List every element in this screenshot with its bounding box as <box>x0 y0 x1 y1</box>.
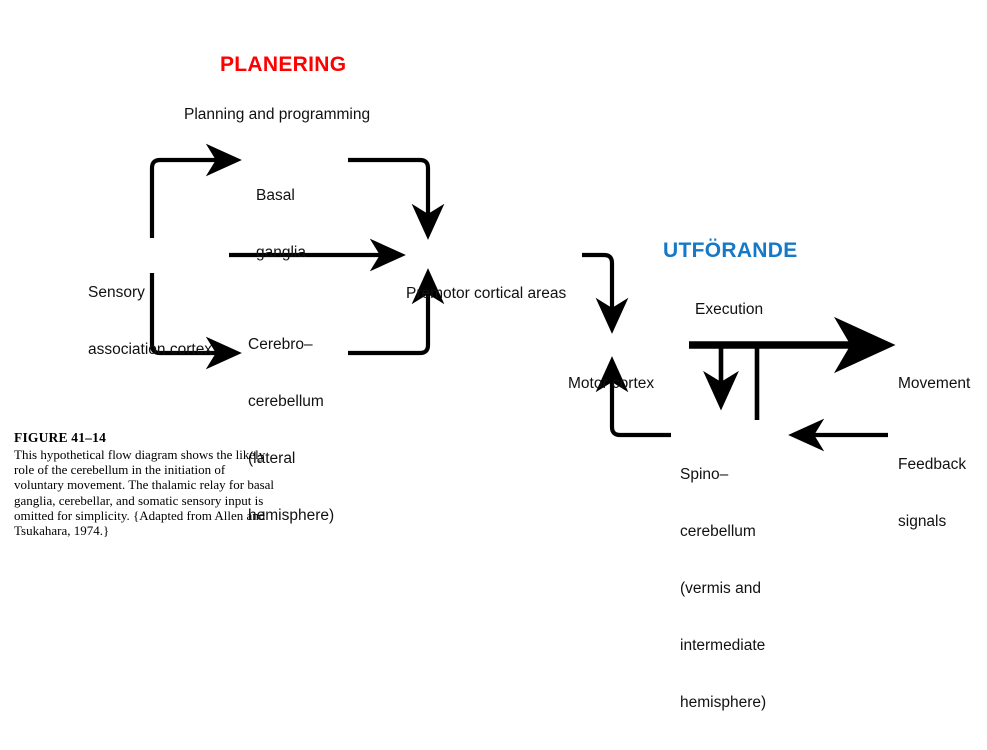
node-sensory-line-2: association cortex <box>88 341 213 358</box>
label-planning-and-programming: Planning and programming <box>184 106 371 123</box>
node-premotor-line-1: Premotor cortical areas <box>406 285 567 302</box>
node-cerebro-cerebellum: Cerebro– cerebellum (lateral hemisphere) <box>248 297 334 563</box>
label-execution: Execution <box>695 301 764 318</box>
node-cerebro-line-3: (lateral <box>248 450 296 467</box>
node-feedback-line-2: signals <box>898 513 947 530</box>
edge-sensory-to-basal <box>149 143 242 238</box>
node-movement-line-1: Movement <box>898 375 971 392</box>
figure-caption: FIGURE 41–14 This hypothetical flow diag… <box>14 430 276 538</box>
flow-arrows <box>149 143 896 452</box>
edge-basal-to-premotor <box>348 157 445 240</box>
edge-cerebro-to-premotor <box>348 268 445 356</box>
node-cerebro-line-2: cerebellum <box>248 393 324 410</box>
node-motor-line-1: Motor cortex <box>568 375 655 392</box>
node-spino-line-1: Spino– <box>680 466 729 483</box>
node-sensory-association-cortex: Sensory association cortex <box>88 245 212 397</box>
node-movement: Movement <box>898 336 970 431</box>
figure-caption-body: This hypothetical flow diagram shows the… <box>14 447 275 539</box>
node-cerebro-line-4: hemisphere) <box>248 507 335 524</box>
edge-spino-to-motor <box>595 356 671 438</box>
node-spino-line-2: cerebellum <box>680 523 756 540</box>
node-spino-line-5: hemisphere) <box>680 694 767 711</box>
phase-heading-utforande: UTFÖRANDE <box>663 239 798 262</box>
node-sensory-line-1: Sensory <box>88 284 145 301</box>
node-basal-line-2: ganglia <box>256 244 306 261</box>
figure-caption-heading: FIGURE 41–14 <box>14 430 107 445</box>
node-motor-cortex: Motor cortex <box>568 336 654 431</box>
node-basal-line-1: Basal <box>256 187 295 204</box>
node-basal-ganglia: Basal ganglia <box>256 148 306 300</box>
node-feedback-line-1: Feedback <box>898 456 967 473</box>
edge-sensory-to-cerebro <box>149 273 242 370</box>
node-premotor-cortical-areas: Premotor cortical areas <box>406 246 566 341</box>
node-spino-cerebellum: Spino– cerebellum (vermis and intermedia… <box>680 427 766 750</box>
node-feedback-signals: Feedback signals <box>898 417 966 569</box>
figure-canvas: PLANERING UTFÖRANDE Planning and program… <box>14 53 970 711</box>
phase-heading-planering: PLANERING <box>220 53 347 76</box>
node-spino-line-3: (vermis and <box>680 580 761 597</box>
node-cerebro-line-1: Cerebro– <box>248 336 313 353</box>
edge-premotor-to-motor <box>582 252 629 334</box>
node-spino-line-4: intermediate <box>680 637 766 654</box>
